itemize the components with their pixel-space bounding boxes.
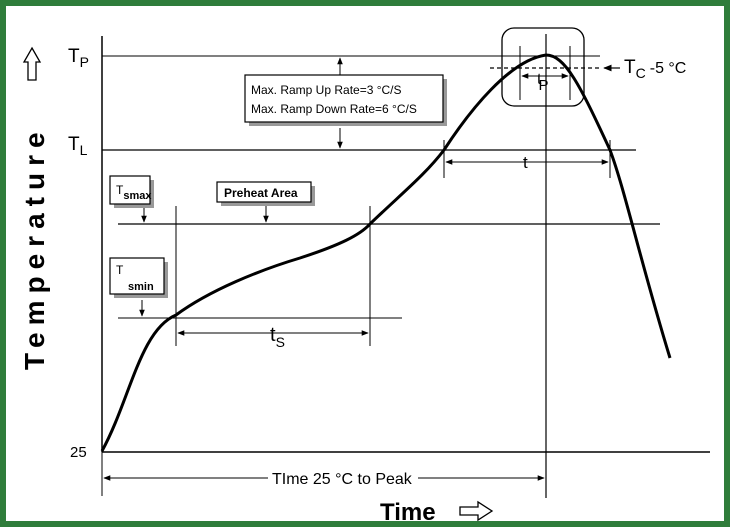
ramp-up-label: Max. Ramp Up Rate=3 °C/S: [251, 83, 402, 97]
arrow-right-outline-icon: [459, 500, 494, 522]
tp-label: TP: [68, 46, 89, 70]
preheat-label: Preheat Area: [224, 186, 298, 200]
preheat-box: [216, 181, 312, 203]
time-to-peak-label: TIme 25 °C to Peak: [272, 471, 413, 488]
tsmax-box: [109, 175, 151, 205]
tsmin-box: [109, 257, 165, 295]
ramp-down-label: Max. Ramp Down Rate=6 °C/S: [251, 102, 417, 116]
time-to-peak-label-bg: [268, 466, 418, 488]
arrow-up-outline-icon: [22, 46, 42, 81]
tc-label: TC-5 °C: [624, 57, 686, 81]
reflow-temperature-curve: [100, 53, 672, 452]
y-origin-label: 25: [70, 444, 87, 461]
ramp-rate-box: [244, 74, 444, 123]
x-axis-title: Time: [380, 499, 436, 526]
peak-zone-box: [501, 27, 585, 107]
t-above-liquidus-label: t: [523, 153, 528, 172]
tl-label: TL: [68, 134, 88, 158]
tsmin-t-label: T: [116, 263, 124, 277]
tsmin-sub-label: smin: [128, 281, 154, 293]
tp-time-label: tP: [537, 71, 548, 94]
ts-label: tS: [270, 324, 285, 350]
y-axis-title: Temperature: [19, 125, 50, 370]
tsmax-label: Tsmax: [116, 183, 152, 202]
